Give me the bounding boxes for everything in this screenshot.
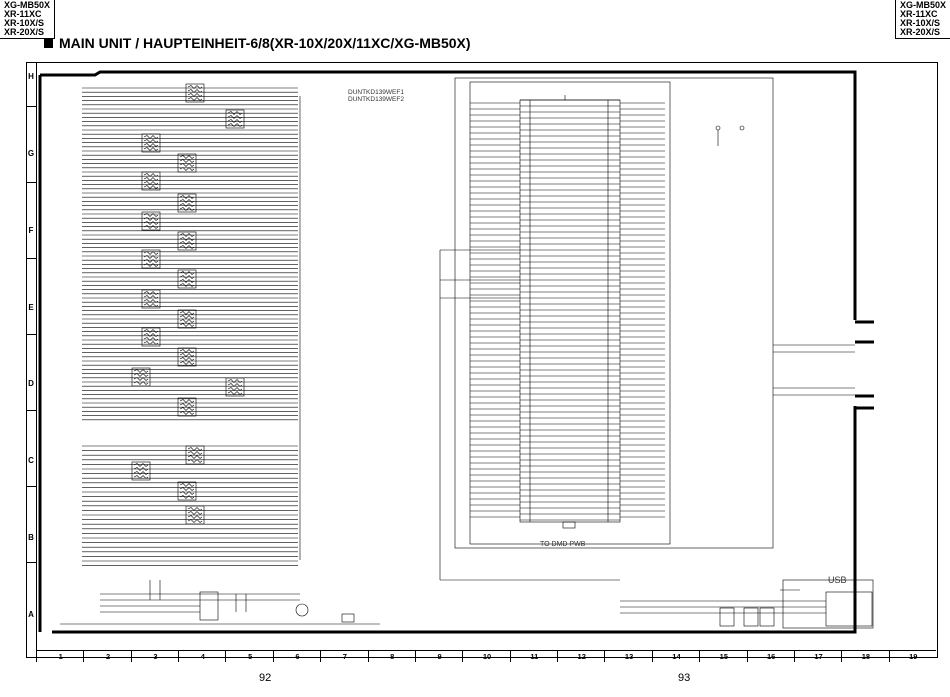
row-index-strip: H G F E D C B A xyxy=(26,62,37,656)
page-title: MAIN UNIT / HAUPTEINHEIT-6/8(XR-10X/20X/… xyxy=(59,35,471,51)
model-list-right: XG-MB50X XR-11XC XR-10X/S XR-20X/S xyxy=(894,0,950,39)
row-label: C xyxy=(28,456,34,465)
column-label: 8 xyxy=(367,651,416,662)
row-label: D xyxy=(28,379,34,388)
model-name: XR-10X/S xyxy=(899,18,941,28)
model-name: XR-20X/S xyxy=(4,27,45,37)
row-label: A xyxy=(28,610,34,619)
row-label: E xyxy=(28,303,34,312)
model-name: XG-MB50X xyxy=(899,0,946,10)
model-name: XR-11XC xyxy=(4,9,42,19)
column-label: 18 xyxy=(841,651,889,662)
board-ref-2: DUNTKD139WEF2 xyxy=(348,96,404,103)
column-label: 9 xyxy=(414,651,463,662)
column-label: 12 xyxy=(557,651,605,662)
row-label: G xyxy=(27,149,35,158)
row-label: H xyxy=(28,72,34,81)
column-label: 3 xyxy=(130,651,179,662)
column-label: 1 xyxy=(36,651,84,662)
column-label: 14 xyxy=(651,651,700,662)
model-name: XR-11XC xyxy=(899,9,938,19)
column-label: 2 xyxy=(83,651,131,662)
row-label: F xyxy=(28,226,34,235)
column-label: 5 xyxy=(225,651,273,662)
column-label: 13 xyxy=(604,651,652,662)
model-name: XR-20X/S xyxy=(899,27,941,37)
column-label: 4 xyxy=(178,651,226,662)
column-label: 17 xyxy=(793,651,842,662)
model-list-left: XG-MB50X XR-11XC XR-10X/S XR-20X/S xyxy=(0,0,56,39)
schematic-frame xyxy=(26,62,938,658)
column-label: 10 xyxy=(462,651,510,662)
model-name: XR-10X/S xyxy=(4,18,45,28)
column-label: 15 xyxy=(699,651,747,662)
connector-label: TO DMD PWB xyxy=(540,541,586,548)
page-number-right: 93 xyxy=(678,672,691,684)
column-label: 6 xyxy=(272,651,321,662)
board-ref-1: DUNTKD139WEF1 xyxy=(348,89,404,96)
row-label: B xyxy=(28,533,34,542)
column-label: 19 xyxy=(888,651,937,662)
usb-label: USB xyxy=(828,575,847,585)
column-label: 16 xyxy=(746,651,795,662)
page-number-left: 92 xyxy=(259,672,272,684)
title-bullet-icon xyxy=(44,39,53,48)
column-label: 7 xyxy=(320,651,368,662)
model-name: XG-MB50X xyxy=(4,0,51,10)
column-label: 11 xyxy=(509,651,558,662)
